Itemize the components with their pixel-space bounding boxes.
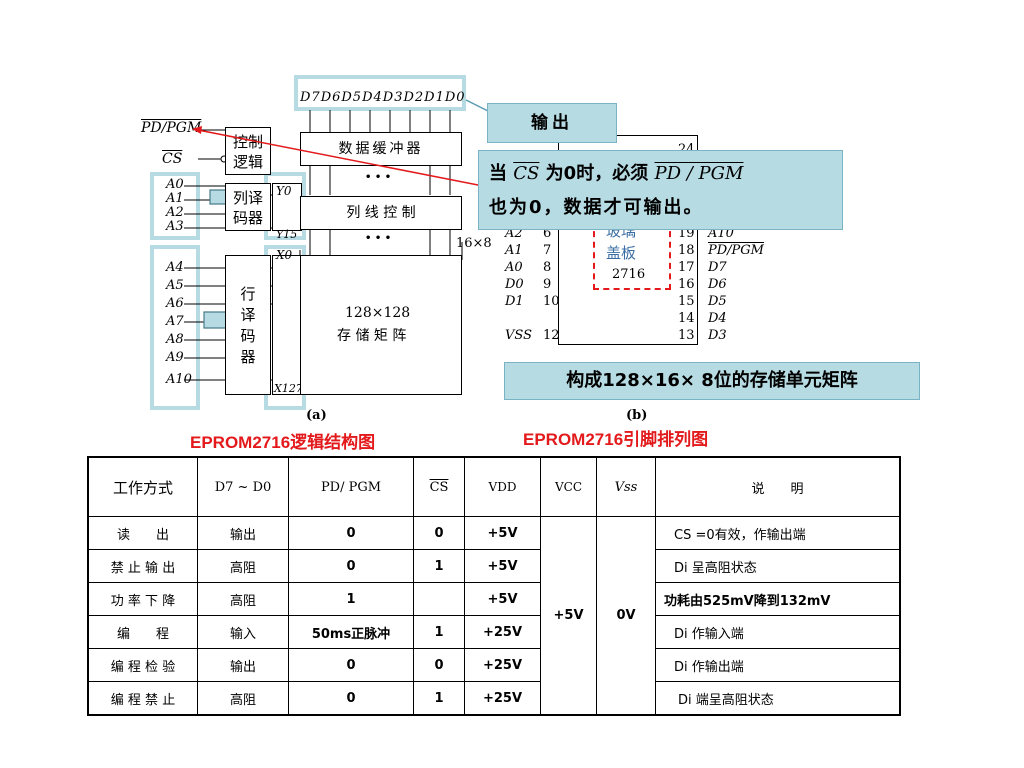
cell-pd: 0 bbox=[288, 516, 414, 550]
condition-callout: 当 CS 为0时，必须 PD / PGM 也为0，数据才可输出。 bbox=[478, 150, 843, 230]
cell-data: 高阻 bbox=[197, 681, 289, 716]
y0-label: Y0 bbox=[276, 184, 292, 198]
diagram-b-caption: EPROM2716引脚排列图 bbox=[523, 430, 709, 449]
pd-pgm-label: PD/PGM bbox=[141, 120, 202, 136]
cell-cs: 0 bbox=[413, 648, 465, 682]
cell-vdd: +5V bbox=[464, 516, 541, 550]
cell-data: 输出 bbox=[197, 516, 289, 550]
data-pins-label: D7D6D5D4D3D2D1D0 bbox=[300, 90, 466, 105]
cell-data: 输入 bbox=[197, 615, 289, 649]
cell-mode: 编 程 禁 止 bbox=[87, 681, 198, 716]
x0-label: X0 bbox=[276, 248, 293, 262]
size-16x8-label: 16×8 bbox=[456, 236, 492, 251]
cell-mode: 功 率 下 降 bbox=[87, 582, 198, 616]
header-vcc: VCC bbox=[540, 456, 597, 517]
cell-description: Di 端呈高阻状态 bbox=[655, 681, 901, 716]
y-lines-block bbox=[272, 183, 302, 231]
matrix-name-label: 存 储 矩 阵 bbox=[337, 328, 407, 344]
cell-mode: 编 程 bbox=[87, 615, 198, 649]
output-callout-text: 输出 bbox=[531, 113, 573, 133]
cell-pd: 0 bbox=[288, 549, 414, 583]
cell-description: Di 作输入端 bbox=[655, 615, 901, 649]
cell-vdd: +25V bbox=[464, 681, 541, 716]
table-row: 禁 止 输 出 高阻 0 1 +5V Di 呈高阻状态 bbox=[87, 549, 901, 583]
header-data: D7 ~ D0 bbox=[197, 456, 289, 517]
output-callout: 输出 bbox=[487, 103, 617, 143]
dots-middle: • • • bbox=[365, 233, 392, 244]
y15-label: Y15 bbox=[276, 228, 298, 241]
highlight-data-pins bbox=[294, 75, 466, 111]
x127-label: X127 bbox=[274, 382, 303, 395]
cell-data: 高阻 bbox=[197, 582, 289, 616]
cs-label: CS bbox=[162, 151, 183, 167]
data-buffer-block: 数据缓冲器 bbox=[300, 132, 462, 166]
column-control-block: 列 线 控 制 bbox=[300, 196, 462, 230]
cell-description: CS =0有效，作输出端 bbox=[655, 516, 901, 550]
chip-name: 2716 bbox=[612, 267, 646, 282]
table-row: 编 程 检 验 输出 0 0 +25V Di 作输出端 bbox=[87, 648, 901, 682]
header-cs: CS bbox=[413, 456, 465, 517]
matrix-size-label: 128×128 bbox=[345, 305, 411, 321]
cell-description: 功耗由525mV降到132mV bbox=[655, 582, 901, 616]
cell-vss: 0V bbox=[596, 516, 656, 716]
table-row: 读 出 输出 0 0 +5V +5V 0V CS =0有效，作输出端 bbox=[87, 516, 901, 716]
cell-description: Di 作输出端 bbox=[655, 648, 901, 682]
cell-cs: 1 bbox=[413, 549, 465, 583]
header-mode: 工作方式 bbox=[87, 456, 198, 517]
diagram-a-label: (a) bbox=[306, 408, 327, 423]
cell-vdd: +5V bbox=[464, 549, 541, 583]
header-vdd: VDD bbox=[464, 456, 541, 517]
cell-data: 高阻 bbox=[197, 549, 289, 583]
cell-pd: 0 bbox=[288, 681, 414, 716]
control-logic-block: 控制 逻辑 bbox=[225, 127, 271, 175]
table-header-row: 工作方式 D7 ~ D0 PD/ PGM CS VDD VCC Vss 说 明 bbox=[87, 456, 901, 517]
highlight-address-a0-a3 bbox=[150, 172, 200, 240]
cell-data: 输出 bbox=[197, 648, 289, 682]
storage-matrix-block bbox=[300, 255, 462, 395]
column-decoder-block: 列译 码器 bbox=[225, 183, 271, 231]
table-row: 编 程 输入 50ms正脉冲 1 +25V Di 作输入端 bbox=[87, 615, 901, 649]
diagram-b-label: (b) bbox=[626, 408, 648, 423]
cell-cs bbox=[413, 582, 465, 616]
red-arrow bbox=[192, 99, 491, 186]
dots-top: • • • bbox=[365, 172, 392, 183]
diagram-a-caption: EPROM2716逻辑结构图 bbox=[190, 433, 376, 452]
operation-mode-table: 工作方式 D7 ~ D0 PD/ PGM CS VDD VCC Vss 说 明 … bbox=[87, 456, 901, 716]
highlight-address-a4-a10 bbox=[150, 245, 200, 410]
matrix-note-callout: 构成128×16× 8位的存储单元矩阵 bbox=[504, 362, 920, 400]
header-description: 说 明 bbox=[655, 456, 901, 517]
cell-vdd: +25V bbox=[464, 615, 541, 649]
cell-pd: 50ms正脉冲 bbox=[288, 615, 414, 649]
cell-cs: 1 bbox=[413, 615, 465, 649]
row-decoder-block: 行 译 码 器 bbox=[225, 255, 271, 395]
cell-vdd: +5V bbox=[464, 582, 541, 616]
table-row: 编 程 禁 止 高阻 0 1 +25V Di 端呈高阻状态 bbox=[87, 681, 901, 716]
table-row: 功 率 下 降 高阻 1 +5V 功耗由525mV降到132mV bbox=[87, 582, 901, 616]
cell-mode: 读 出 bbox=[87, 516, 198, 550]
header-vss: Vss bbox=[596, 456, 656, 517]
cell-mode: 禁 止 输 出 bbox=[87, 549, 198, 583]
cell-pd: 0 bbox=[288, 648, 414, 682]
cell-vcc: +5V bbox=[540, 516, 597, 716]
matrix-note-text: 构成128×16× 8位的存储单元矩阵 bbox=[566, 370, 858, 391]
cell-cs: 1 bbox=[413, 681, 465, 716]
cell-pd: 1 bbox=[288, 582, 414, 616]
cell-description: Di 呈高阻状态 bbox=[655, 549, 901, 583]
header-pd-pgm: PD/ PGM bbox=[288, 456, 414, 517]
cell-cs: 0 bbox=[413, 516, 465, 550]
cell-mode: 编 程 检 验 bbox=[87, 648, 198, 682]
cell-vdd: +25V bbox=[464, 648, 541, 682]
